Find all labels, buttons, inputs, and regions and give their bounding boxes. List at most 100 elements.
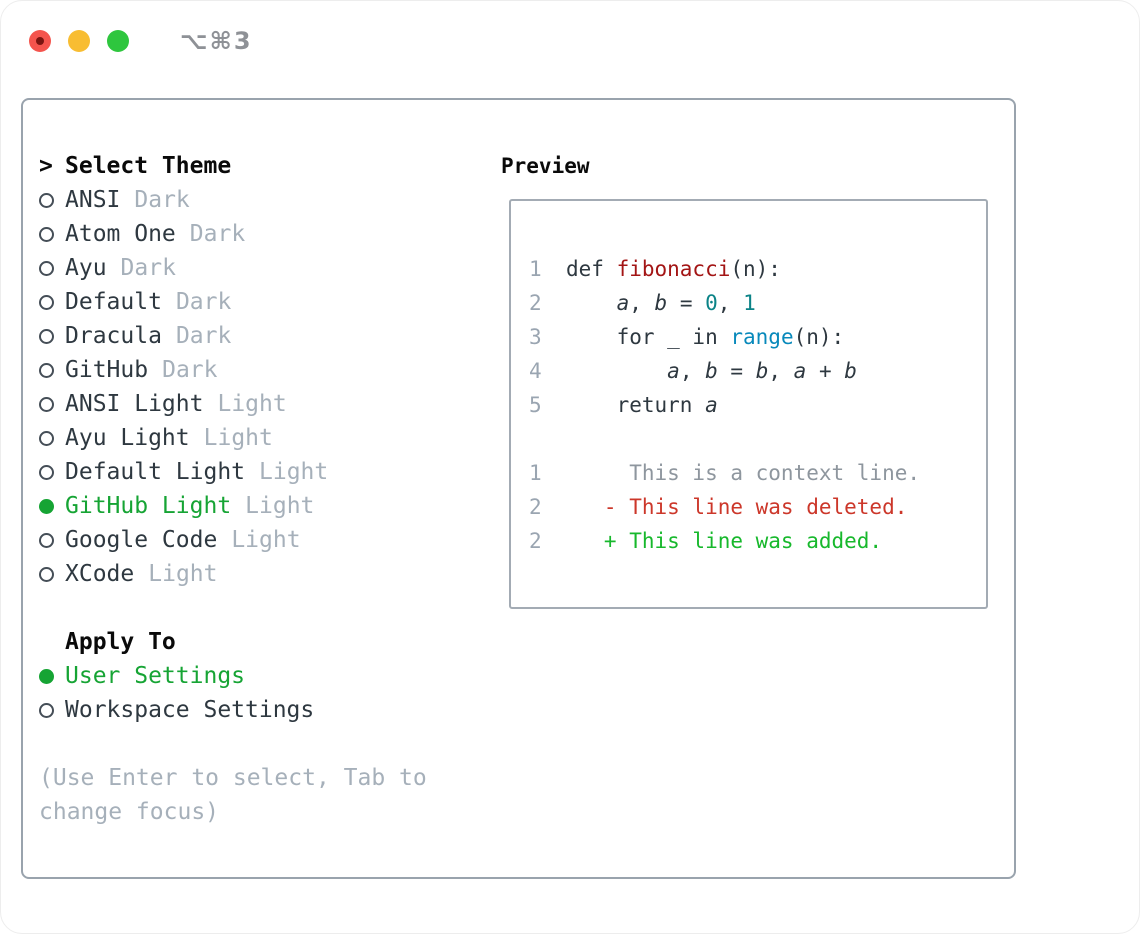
minimize-button[interactable] xyxy=(68,30,90,52)
line-number: 5 xyxy=(529,393,542,417)
line-number: 2 xyxy=(529,529,542,553)
theme-variant: Light xyxy=(245,493,315,519)
radio-unselected-icon xyxy=(39,532,54,548)
radio-selected-icon xyxy=(39,668,54,684)
code-token: , xyxy=(717,291,744,315)
radio-unselected-icon xyxy=(39,702,54,718)
code-token: (n): xyxy=(793,325,845,349)
theme-name: Ayu Light xyxy=(65,425,190,451)
code-token: (n): xyxy=(730,257,781,281)
code-token-variable: a xyxy=(616,291,630,315)
theme-option-github-light-selected[interactable]: GitHub Light Light xyxy=(39,489,427,523)
radio-unselected-icon xyxy=(39,226,54,242)
theme-name: Dracula xyxy=(65,323,162,349)
theme-variant: Dark xyxy=(162,357,218,383)
code-line: 2 a, b = 0, 1 xyxy=(529,286,920,320)
hint-text-line1: (Use Enter to select, Tab to xyxy=(39,765,427,791)
theme-option-ansi-light[interactable]: ANSI Light Light xyxy=(39,387,427,421)
theme-variant: Dark xyxy=(189,221,246,247)
code-token-variable: b xyxy=(654,291,668,315)
theme-option-ayu-light[interactable]: Ayu Light Light xyxy=(39,421,427,455)
select-theme-label: Select Theme xyxy=(65,153,232,179)
line-number: 3 xyxy=(529,325,542,349)
theme-option-default-light[interactable]: Default Light Light xyxy=(39,455,427,489)
theme-name: ANSI Light xyxy=(65,391,204,417)
line-number: 4 xyxy=(529,359,542,383)
code-token-variable: b xyxy=(705,359,718,383)
code-line-blank xyxy=(529,422,920,456)
radio-unselected-icon xyxy=(39,294,54,310)
line-number: 1 xyxy=(529,461,542,485)
theme-option-dracula-dark[interactable]: Dracula Dark xyxy=(39,319,427,353)
line-number: 2 xyxy=(529,291,542,315)
apply-option-label: Workspace Settings xyxy=(65,697,315,723)
code-token: for _ in xyxy=(566,325,731,349)
theme-variant: Light xyxy=(231,527,301,553)
apply-option-user-settings[interactable]: User Settings xyxy=(39,659,427,693)
code-token: , xyxy=(768,359,794,383)
theme-option-xcode-light[interactable]: XCode Light xyxy=(39,557,427,591)
titlebar: ⌥⌘3 xyxy=(29,27,253,55)
window-title: ⌥⌘3 xyxy=(180,27,253,55)
line-number: 2 xyxy=(529,495,542,519)
code-token: return xyxy=(566,393,706,417)
close-button[interactable] xyxy=(29,30,51,52)
theme-option-google-code-light[interactable]: Google Code Light xyxy=(39,523,427,557)
zoom-button[interactable] xyxy=(107,30,129,52)
code-token: = xyxy=(667,291,706,315)
apply-option-workspace-settings[interactable]: Workspace Settings xyxy=(39,693,427,727)
theme-variant: Dark xyxy=(120,255,176,281)
radio-selected-icon xyxy=(39,498,54,514)
diff-context-line: 1 This is a context line. xyxy=(529,456,920,490)
theme-variant: Light xyxy=(217,391,287,417)
theme-name: GitHub Light xyxy=(65,493,232,519)
diff-deleted-text: - This line was deleted. xyxy=(566,495,908,519)
theme-name: Ayu xyxy=(65,255,107,281)
theme-name: GitHub xyxy=(65,357,149,383)
theme-variant: Dark xyxy=(175,323,232,349)
theme-name: Atom One xyxy=(65,221,176,247)
code-token: , xyxy=(629,291,655,315)
diff-added-line: 2 + This line was added. xyxy=(529,524,920,558)
theme-option-ansi-dark[interactable]: ANSI Dark xyxy=(39,183,427,217)
theme-name: XCode xyxy=(65,561,135,587)
code-token-variable: a xyxy=(705,393,718,417)
code-token: = xyxy=(717,359,756,383)
theme-option-ayu-dark[interactable]: Ayu Dark xyxy=(39,251,427,285)
code-token xyxy=(566,291,617,315)
theme-variant: Light xyxy=(259,459,329,485)
radio-unselected-icon xyxy=(39,328,54,344)
code-token: + xyxy=(806,359,845,383)
radio-unselected-icon xyxy=(39,260,54,276)
code-token-variable: b xyxy=(755,359,769,383)
radio-unselected-icon xyxy=(39,464,54,480)
theme-option-default-dark[interactable]: Default Dark xyxy=(39,285,427,319)
code-token: , xyxy=(679,359,706,383)
code-token xyxy=(566,359,667,383)
apply-option-label: User Settings xyxy=(65,663,246,689)
prompt-icon: > xyxy=(39,153,53,179)
code-token-variable: b xyxy=(844,359,857,383)
close-dot-icon xyxy=(36,37,44,45)
theme-name: Google Code xyxy=(65,527,218,553)
theme-variant: Dark xyxy=(134,187,190,213)
theme-option-atom-one-dark[interactable]: Atom One Dark xyxy=(39,217,427,251)
theme-variant: Dark xyxy=(175,289,232,315)
code-token-variable: a xyxy=(793,359,807,383)
code-line: 4 a, b = b, a + b xyxy=(529,354,920,388)
preview-title: Preview xyxy=(501,154,590,178)
select-theme-header: > Select Theme xyxy=(39,149,427,183)
apply-to-label: Apply To xyxy=(65,629,176,655)
radio-unselected-icon xyxy=(39,566,54,582)
diff-context-text: This is a context line. xyxy=(566,461,921,485)
line-number: 1 xyxy=(529,257,542,281)
radio-unselected-icon xyxy=(39,362,54,378)
code-token-builtin: range xyxy=(730,325,794,349)
code-token-number: 1 xyxy=(743,291,756,315)
code-line: 5 return a xyxy=(529,388,920,422)
theme-option-github-dark[interactable]: GitHub Dark xyxy=(39,353,427,387)
diff-added-text: + This line was added. xyxy=(566,529,883,553)
